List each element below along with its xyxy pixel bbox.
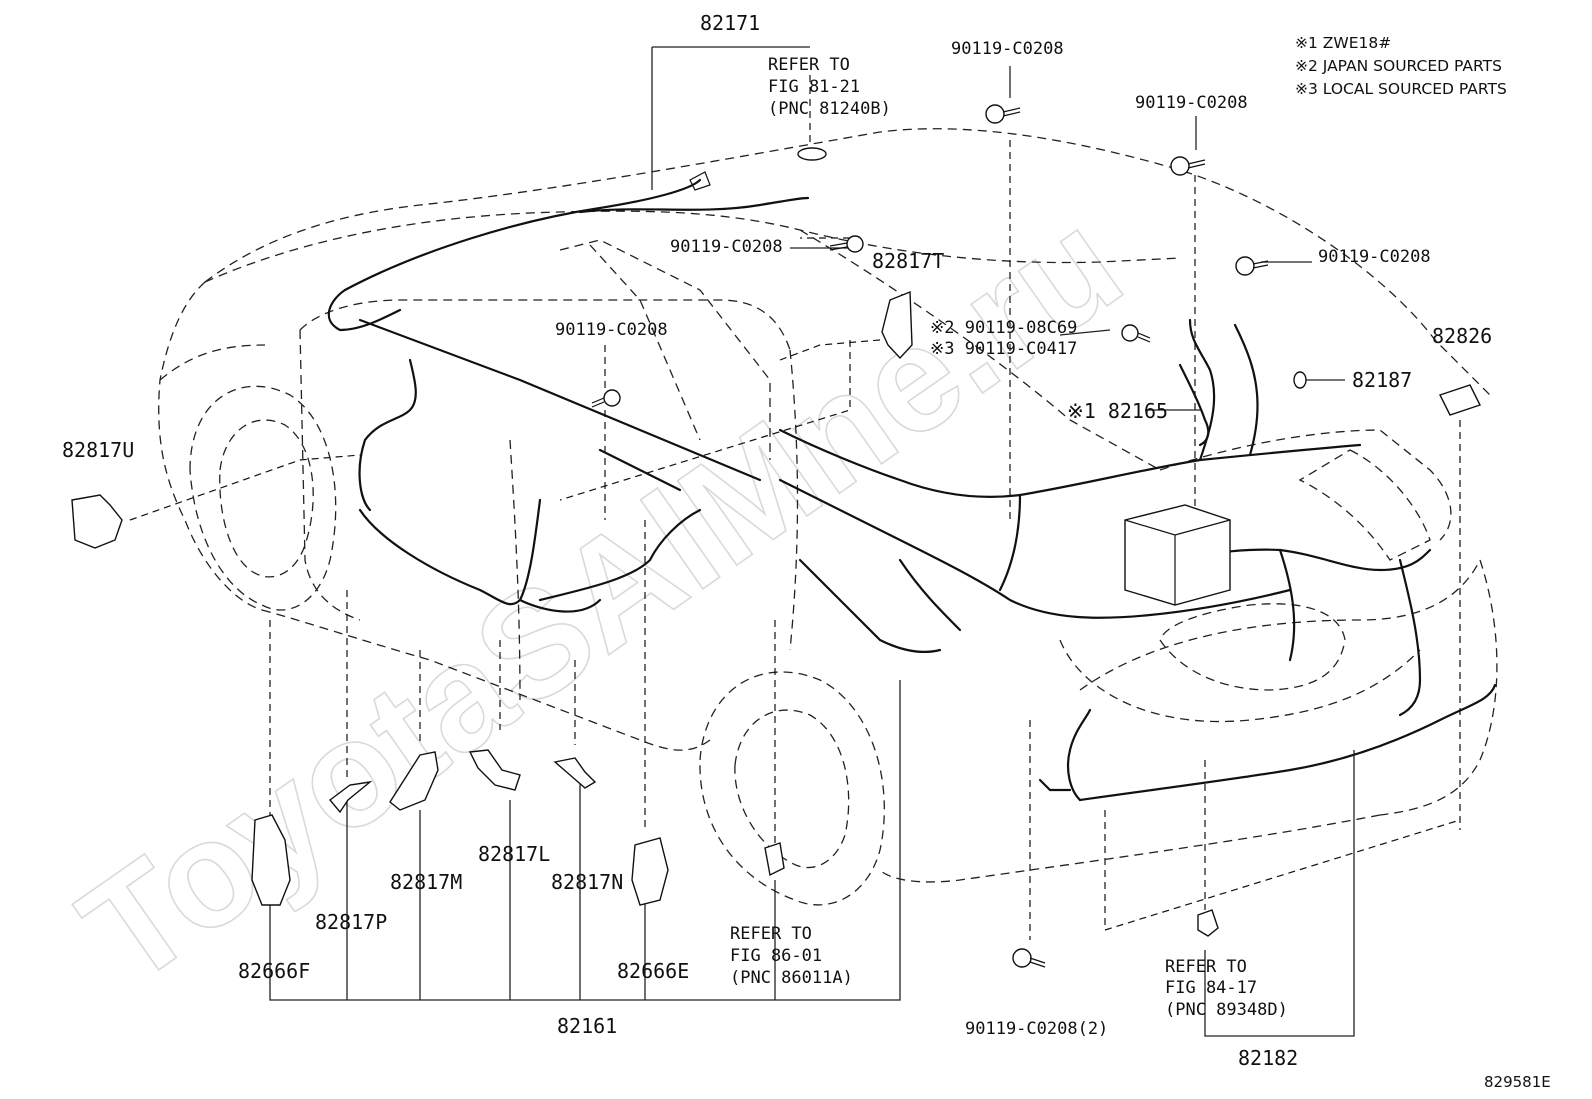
label-bolt-top-right: 90119-C0208 (1135, 93, 1248, 113)
bolt-icon (1170, 156, 1206, 176)
leader-lines (129, 75, 1461, 940)
label-82182: 82182 (1238, 1046, 1298, 1070)
note-1: ※1 ZWE18# (1295, 34, 1391, 52)
label-82165: ※1 82165 (1067, 399, 1168, 423)
label-bolt-right: 90119-C0208 (1318, 247, 1431, 267)
bolt-icon (1012, 948, 1046, 968)
figure-code: 829581E (1484, 1073, 1551, 1091)
label-82817m: 82817M (390, 870, 462, 894)
ref-top-line3: (PNC 81240B) (768, 99, 891, 119)
ref-bottom-left-line3: (PNC 86011A) (730, 968, 853, 988)
bolt-icon (985, 104, 1021, 124)
note-3: ※3 LOCAL SOURCED PARTS (1295, 80, 1507, 98)
bracket-82817n-icon (553, 757, 597, 789)
ref-bottom-right-line2: FIG 84-17 (1165, 978, 1257, 998)
label-82161: 82161 (557, 1014, 617, 1038)
grommet-82187-icon (1293, 371, 1307, 389)
bolt-icons (591, 104, 1269, 968)
sensor-clip-icon (1197, 909, 1219, 937)
roof-clip-icon (797, 147, 827, 161)
bracket-82666f-icon (251, 814, 291, 906)
bracket-82817m-icon (389, 751, 439, 811)
label-82817t: 82817T (872, 249, 944, 273)
ref-bottom-right-line3: (PNC 89348D) (1165, 1000, 1288, 1020)
label-82187: 82187 (1352, 368, 1412, 392)
block-82666e-icon (631, 837, 669, 906)
ref-bottom-left-line2: FIG 86-01 (730, 946, 822, 966)
ref-bottom-right-line1: REFER TO (1165, 957, 1247, 977)
label-bolt-jp: ※2 90119-08C69 (930, 318, 1077, 338)
bolt-icon (829, 235, 864, 253)
label-82817p: 82817P (315, 910, 387, 934)
label-82817n: 82817N (551, 870, 623, 894)
battery-icon (1124, 504, 1231, 606)
clip-82817t-icon (881, 290, 913, 360)
door-connector-icon (764, 842, 785, 877)
label-82817l: 82817L (478, 842, 550, 866)
part-icons (71, 147, 1481, 937)
note-2: ※2 JAPAN SOURCED PARTS (1295, 57, 1502, 75)
label-bolt-local: ※3 90119-C0417 (930, 339, 1077, 359)
bracket-lines (269, 46, 1355, 1037)
label-82171: 82171 (700, 11, 760, 35)
ref-top-line2: FIG 81-21 (768, 77, 860, 97)
bolt-icon (1235, 256, 1269, 276)
label-82826: 82826 (1432, 324, 1492, 348)
protector-82817u-icon (71, 494, 123, 549)
ref-top-line1: REFER TO (768, 55, 850, 75)
wire-harness (327, 171, 1497, 802)
label-82666e: 82666E (617, 959, 689, 983)
label-82826-icon (1439, 384, 1481, 416)
bolt-icon (1121, 324, 1151, 343)
labels: 82171 REFER TO FIG 81-21 (PNC 81240B) 90… (62, 11, 1551, 1091)
car-body-outline (158, 128, 1498, 906)
bracket-82817p-icon (328, 780, 373, 814)
label-bolt-top-center: 90119-C0208 (951, 39, 1064, 59)
label-82817u: 82817U (62, 438, 134, 462)
bolt-icon (591, 389, 621, 408)
ref-bottom-left-line1: REFER TO (730, 924, 812, 944)
label-bolt-mid: 90119-C0208 (670, 237, 783, 257)
label-bolt-bottom: 90119-C0208(2) (965, 1019, 1108, 1039)
label-bolt-door: 90119-C0208 (555, 320, 668, 340)
bracket-82817l-icon (468, 749, 521, 791)
label-82666f: 82666F (238, 959, 310, 983)
